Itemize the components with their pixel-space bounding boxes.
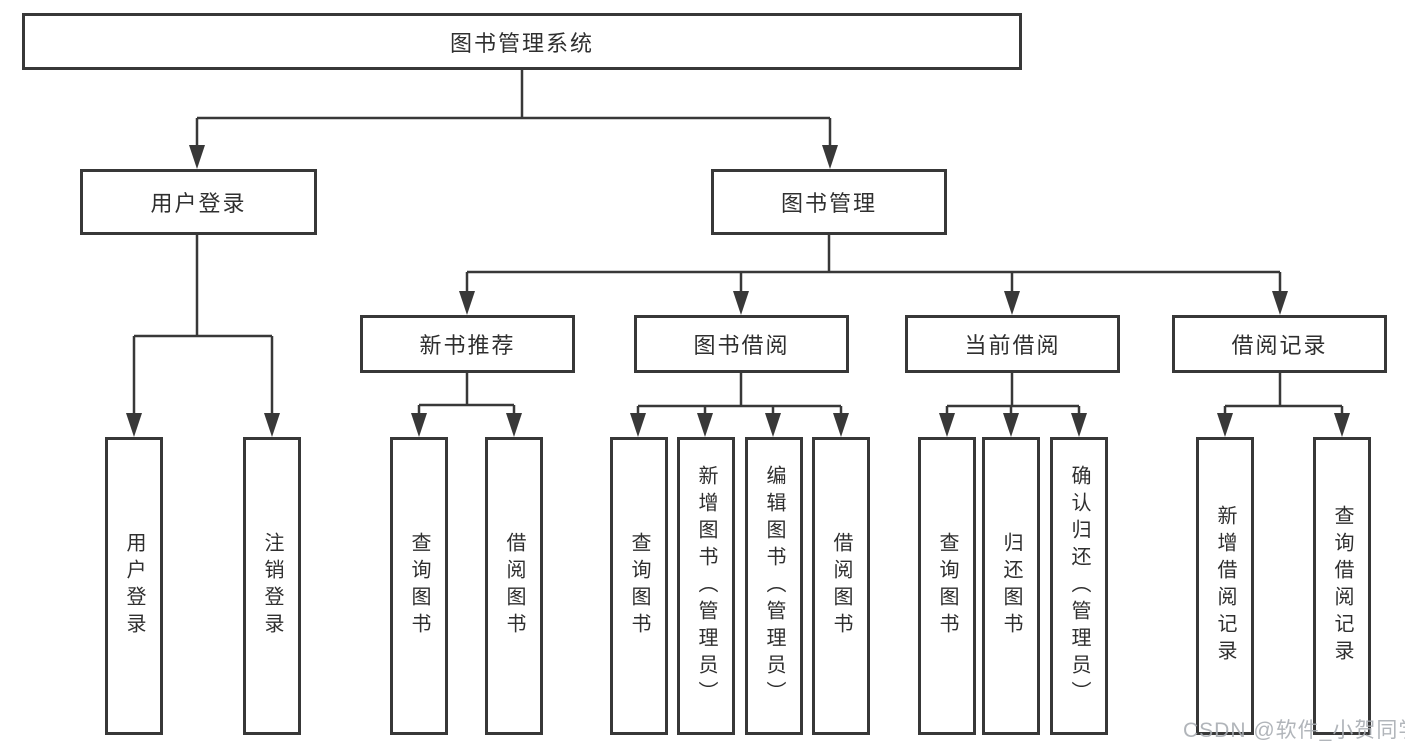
node-leaf-add-books-admin: 新增图书（管理员）	[677, 437, 735, 735]
node-borrow-records-label: 借阅记录	[1231, 333, 1328, 358]
node-book-management-label: 图书管理	[780, 191, 877, 216]
node-leaf-edit-books-admin-label: 编辑图书（管理员）	[763, 464, 785, 708]
node-borrow-records: 借阅记录	[1172, 315, 1387, 373]
node-leaf-logout: 注销登录	[243, 437, 301, 735]
csdn-watermark: CSDN @软件_小贺同学	[1183, 719, 1405, 742]
node-leaf-borrow-books-2: 借阅图书	[812, 437, 870, 735]
node-leaf-borrow-books-1: 借阅图书	[485, 437, 543, 735]
node-leaf-return-books: 归还图书	[982, 437, 1040, 735]
node-leaf-query-books-3-label: 查询图书	[936, 532, 958, 640]
node-root-label: 图书管理系统	[449, 30, 594, 56]
node-leaf-query-books-2-label: 查询图书	[628, 532, 650, 640]
node-new-book-recommend: 新书推荐	[360, 315, 575, 373]
node-leaf-query-borrow-record-label: 查询借阅记录	[1331, 505, 1353, 667]
node-book-management: 图书管理	[711, 169, 947, 235]
node-leaf-query-books-1-label: 查询图书	[408, 532, 430, 640]
node-root: 图书管理系统	[22, 13, 1022, 70]
node-user-login-module-label: 用户登录	[150, 191, 247, 216]
node-leaf-query-books-1: 查询图书	[390, 437, 448, 735]
node-leaf-confirm-return-admin-label: 确认归还（管理员）	[1068, 464, 1090, 708]
node-leaf-query-books-3: 查询图书	[918, 437, 976, 735]
node-leaf-query-books-2: 查询图书	[610, 437, 668, 735]
node-leaf-borrow-books-2-label: 借阅图书	[830, 532, 852, 640]
node-leaf-logout-label: 注销登录	[261, 532, 283, 640]
node-leaf-user-login-label: 用户登录	[123, 532, 145, 640]
node-new-book-recommend-label: 新书推荐	[419, 333, 516, 358]
node-leaf-edit-books-admin: 编辑图书（管理员）	[745, 437, 803, 735]
node-leaf-confirm-return-admin: 确认归还（管理员）	[1050, 437, 1108, 735]
node-user-login-module: 用户登录	[80, 169, 317, 235]
node-book-borrowing-label: 图书借阅	[693, 333, 790, 358]
node-leaf-user-login: 用户登录	[105, 437, 163, 735]
node-leaf-add-borrow-record: 新增借阅记录	[1196, 437, 1254, 735]
node-leaf-borrow-books-1-label: 借阅图书	[503, 532, 525, 640]
node-current-borrowing: 当前借阅	[905, 315, 1120, 373]
node-leaf-return-books-label: 归还图书	[1000, 532, 1022, 640]
node-leaf-query-borrow-record: 查询借阅记录	[1313, 437, 1371, 735]
node-current-borrowing-label: 当前借阅	[964, 333, 1061, 358]
node-book-borrowing: 图书借阅	[634, 315, 849, 373]
node-leaf-add-books-admin-label: 新增图书（管理员）	[695, 464, 717, 708]
node-leaf-add-borrow-record-label: 新增借阅记录	[1214, 505, 1236, 667]
